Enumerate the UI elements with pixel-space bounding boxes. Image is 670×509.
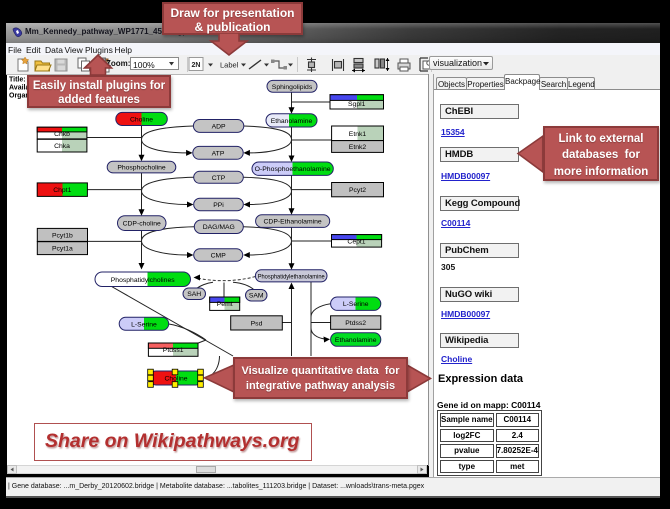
svg-text:Organis: Organis	[9, 93, 36, 100]
svg-text:CDP-choline: CDP-choline	[123, 221, 161, 228]
svg-text:CDP-Ethanolamine: CDP-Ethanolamine	[264, 219, 322, 226]
svg-text:Etnk1: Etnk1	[349, 131, 367, 138]
svg-text:Ptdss2: Ptdss2	[345, 320, 366, 327]
svg-text:Phosphocholine: Phosphocholine	[117, 165, 166, 172]
svg-text:Chpt1: Chpt1	[53, 187, 71, 194]
svg-text:2N: 2N	[192, 62, 201, 69]
svg-text:CTP: CTP	[212, 175, 226, 182]
svg-text:Cept1: Cept1	[347, 239, 365, 246]
svg-text:Phosphatidylethanolamine: Phosphatidylethanolamine	[258, 273, 325, 280]
svg-text:CMP: CMP	[211, 253, 227, 260]
svg-text:Phosphatidylcholines: Phosphatidylcholines	[111, 277, 175, 284]
svg-text:Etnk2: Etnk2	[349, 144, 367, 151]
svg-text:Chka: Chka	[54, 143, 70, 150]
svg-text:DAG/MAG: DAG/MAG	[203, 224, 235, 231]
svg-text:ATP: ATP	[212, 150, 225, 157]
svg-text:Label: Label	[220, 61, 239, 70]
svg-text:PPi: PPi	[213, 202, 224, 209]
svg-text:Pemt: Pemt	[217, 301, 233, 308]
svg-text:Psd: Psd	[251, 321, 263, 328]
svg-text:O-Phosphoethanolamine: O-Phosphoethanolamine	[255, 166, 331, 173]
svg-text:Title:: Title:	[9, 77, 26, 84]
svg-text:Sgpl1: Sgpl1	[348, 101, 366, 108]
svg-text:Ptdss1: Ptdss1	[163, 347, 184, 354]
svg-text:L-Serine: L-Serine	[131, 321, 157, 328]
svg-text:Pcyt1a: Pcyt1a	[52, 246, 73, 253]
svg-text:Ethanolamine: Ethanolamine	[271, 118, 313, 125]
svg-text:ADP: ADP	[212, 123, 226, 130]
svg-text:Choline: Choline	[164, 376, 187, 383]
svg-text:Ethanolamine: Ethanolamine	[335, 337, 377, 344]
svg-text:SAM: SAM	[249, 293, 264, 300]
svg-text:SAH: SAH	[187, 291, 201, 298]
svg-text:L-Serine: L-Serine	[343, 301, 369, 308]
svg-text:Availab: Availab	[9, 85, 34, 92]
svg-text:Pcyt2: Pcyt2	[349, 187, 366, 194]
svg-text:Chkb: Chkb	[54, 131, 70, 138]
svg-text:Sphingolipids: Sphingolipids	[272, 84, 313, 91]
svg-text:Pcyt1b: Pcyt1b	[52, 233, 73, 240]
svg-text:Choline: Choline	[130, 116, 153, 123]
